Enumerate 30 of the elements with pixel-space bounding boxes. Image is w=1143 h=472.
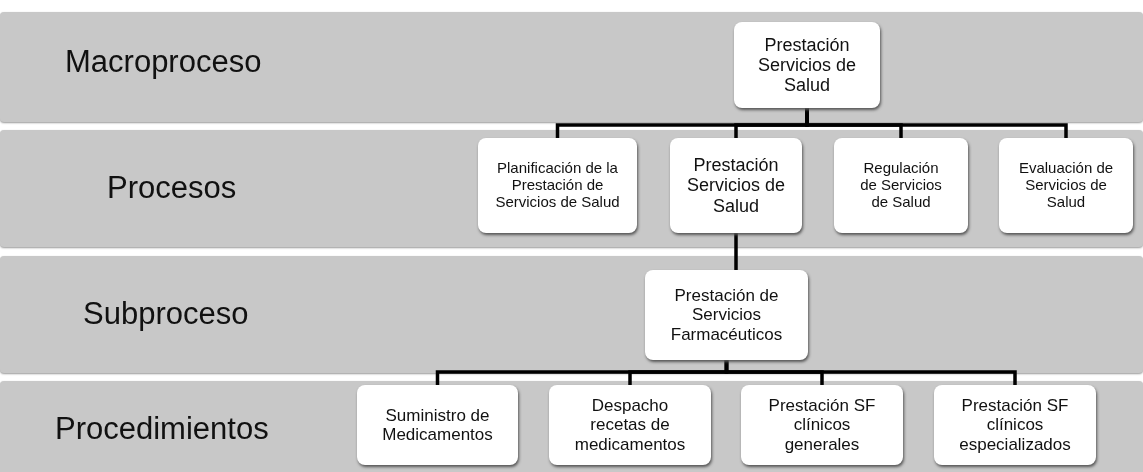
level-band <box>0 130 1143 247</box>
box-label: Evaluación de Servicios de Salud <box>1017 160 1115 211</box>
box-label: Suministro de Medicamentos <box>381 405 494 445</box>
level-label: Procesos <box>107 170 237 206</box>
level-label: Procedimientos <box>55 411 269 447</box>
level-label: Macroproceso <box>65 44 262 80</box>
box-label: Prestación SF clínicos especializados <box>958 396 1072 454</box>
process-box <box>478 138 637 233</box>
level-band <box>0 381 1143 472</box>
level-band <box>0 12 1143 122</box>
box-label: Planificación de la Prestación de Servicios de Salud <box>494 160 621 211</box>
process-box <box>999 138 1133 233</box>
level-label: Subproceso <box>83 296 249 332</box>
box-label: Prestación Servicios de Salud <box>685 155 786 216</box>
level-band <box>0 256 1143 373</box>
process-box <box>734 22 880 108</box>
process-box <box>834 138 968 233</box>
process-box <box>645 270 808 360</box>
process-box <box>670 138 802 233</box>
box-label: Despacho recetas de medicamentos <box>574 396 686 454</box>
connector-line <box>724 360 1017 385</box>
box-label: Prestación SF clínicos generales <box>767 396 877 454</box>
process-box <box>357 385 518 465</box>
box-label: Prestación Servicios de Salud <box>756 34 857 96</box>
process-box <box>934 385 1096 465</box>
process-box <box>549 385 711 465</box>
process-box <box>741 385 903 465</box>
connector-line <box>734 233 738 270</box>
box-label: Regulación de Servicios de Salud <box>860 160 942 211</box>
box-label: Prestación de Servicios Farmacéuticos <box>669 286 784 344</box>
